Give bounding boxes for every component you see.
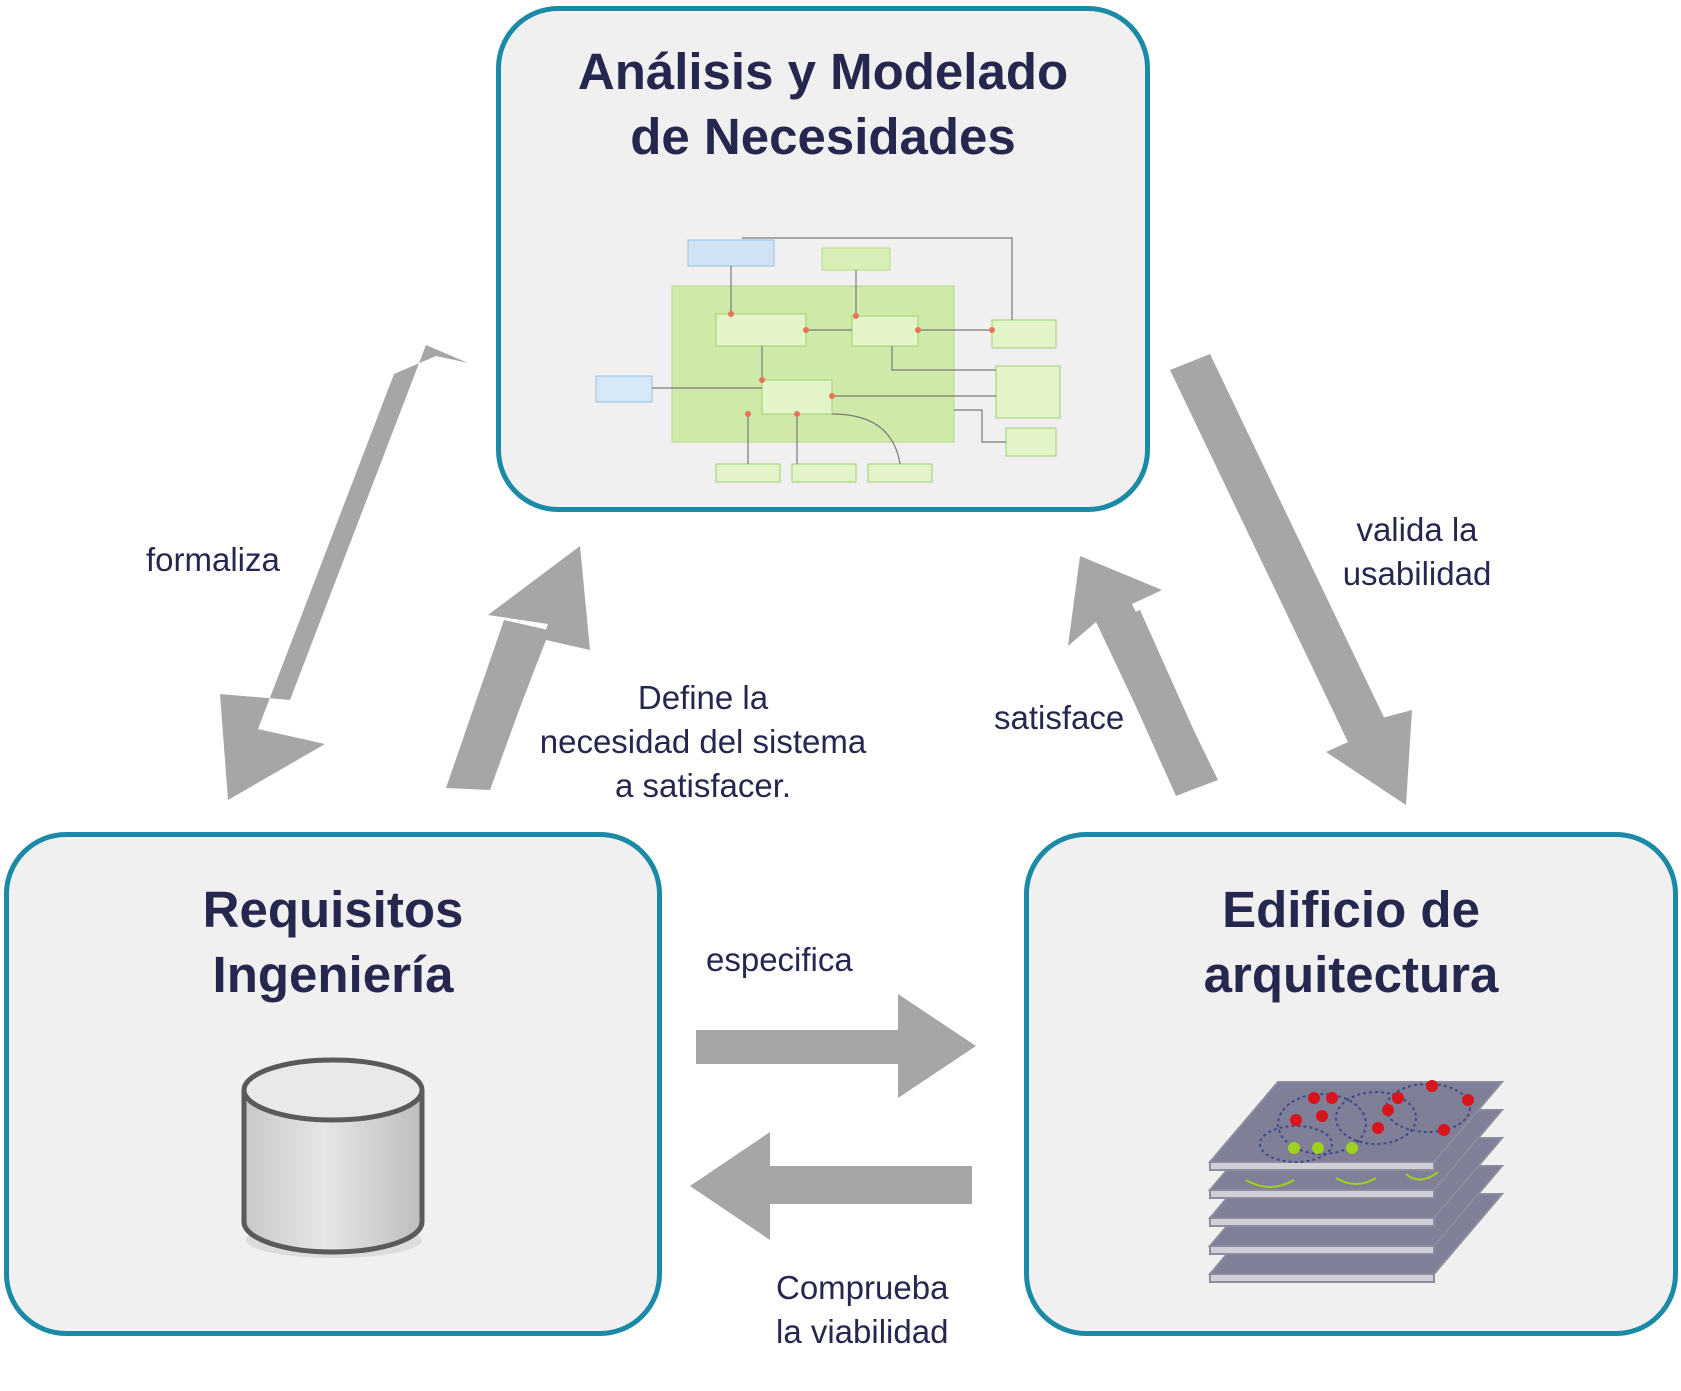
model-diagram-icon <box>595 237 1061 483</box>
arrow-comprueba <box>690 1132 972 1240</box>
box-edificio-arquitectura: Edificio de arquitectura <box>1024 832 1678 1336</box>
label-valida-usabilidad: valida la usabilidad <box>1342 511 1492 592</box>
box-edificio-title: Edificio de arquitectura <box>1203 881 1499 1003</box>
label-define-necesidad: Define la necesidad del sistema a satisf… <box>539 679 867 804</box>
arrow-formaliza <box>220 345 468 800</box>
database-icon <box>241 1057 425 1258</box>
architecture-layers-icon <box>1207 1080 1505 1283</box>
arrow-satisface-shaft <box>1100 610 1216 796</box>
label-formaliza: formaliza <box>146 541 280 578</box>
box-analisis-title: Análisis y Modelado de Necesidades <box>577 43 1069 165</box>
arrow-valida-shaft <box>1170 354 1390 746</box>
arrow-define <box>448 546 590 790</box>
label-especifica: especifica <box>706 941 853 978</box>
arrow-especifica <box>696 994 976 1098</box>
label-satisface: satisface <box>994 699 1125 736</box>
label-comprueba-viabilidad: Comprueba la viabilidad <box>776 1269 949 1350</box>
arrow-define-shaft <box>446 620 548 790</box>
box-analisis-modelado: Análisis y Modelado de Necesidades <box>496 6 1150 512</box>
box-requisitos-title: Requisitos Ingeniería <box>202 881 464 1003</box>
